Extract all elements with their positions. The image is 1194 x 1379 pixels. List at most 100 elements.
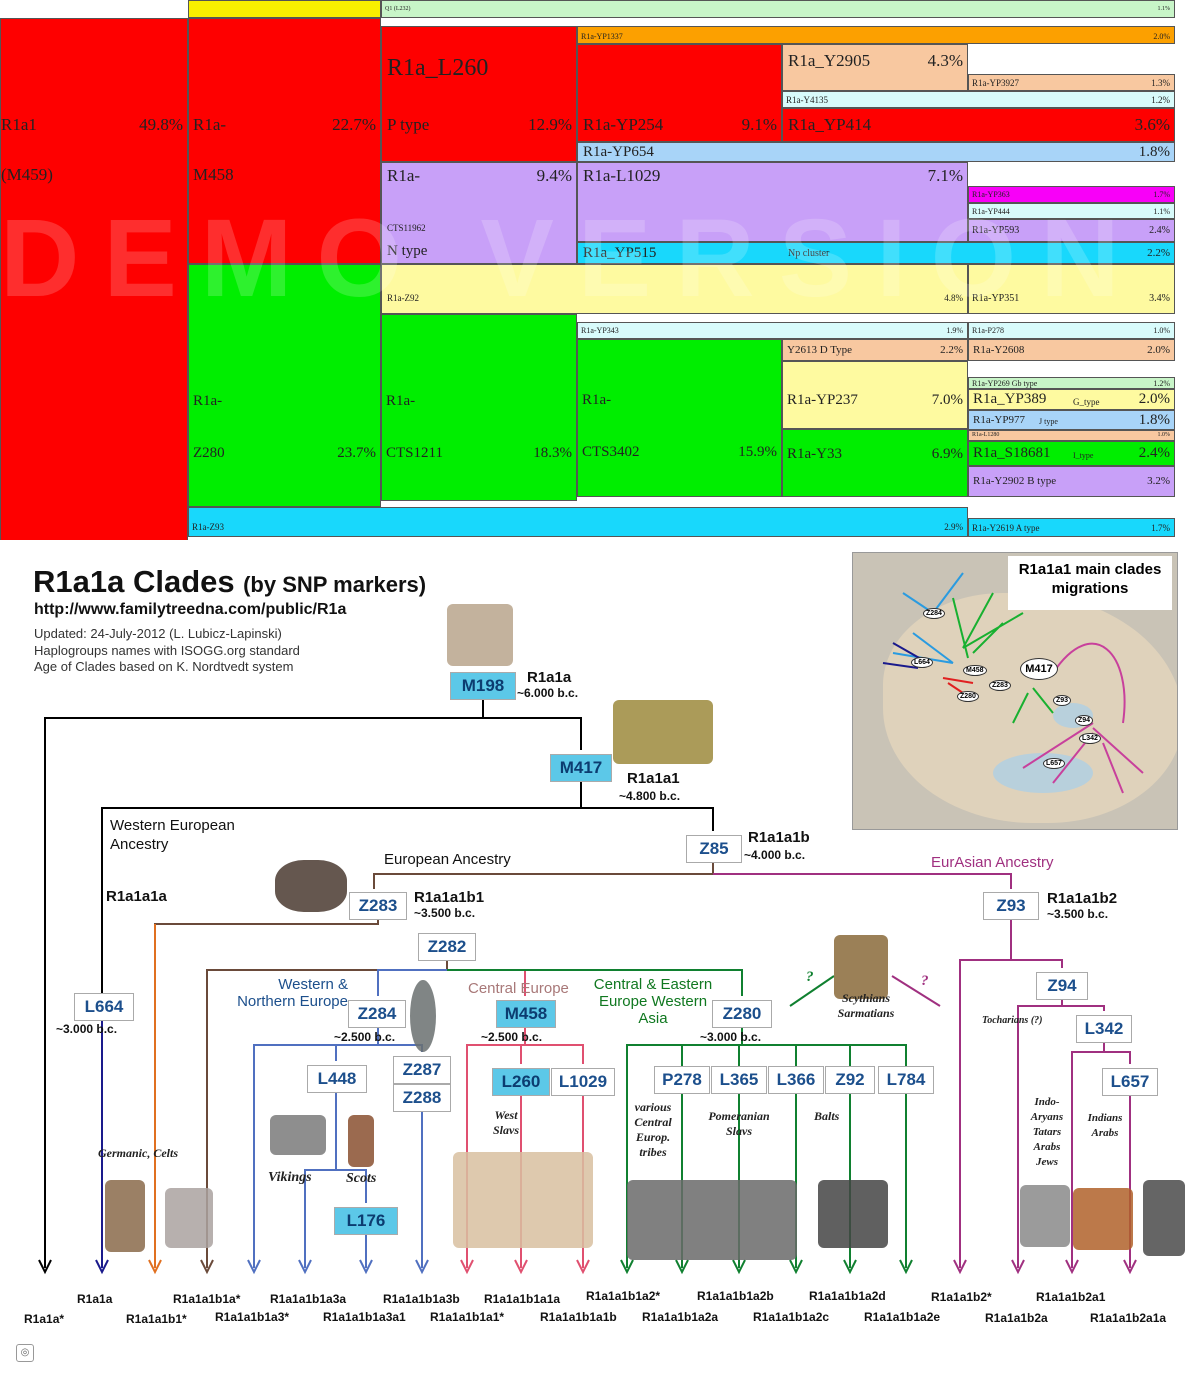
treemap-cell-yp515: R1a_YP515 Np cluster 2.2% — [577, 242, 1175, 264]
illustration-indo-aryans — [1020, 1185, 1070, 1247]
illustration-pottery — [275, 860, 347, 912]
treemap-cell-z92: R1a-Z92 4.8% — [381, 264, 968, 314]
node-l342[interactable]: L342 — [1076, 1015, 1132, 1043]
cell-label: R1a-YP269 Gb type — [972, 379, 1038, 388]
cell-pct: 2.9% — [944, 522, 963, 532]
cell-pct: 1.1% — [1157, 6, 1171, 12]
node-z282[interactable]: Z282 — [418, 933, 476, 961]
node-l448[interactable]: L448 — [307, 1065, 367, 1093]
cell-label: R1a-YP1337 — [581, 32, 623, 41]
node-m417[interactable]: M417 — [550, 754, 612, 782]
node-l1029[interactable]: L1029 — [551, 1068, 615, 1096]
connector-line — [377, 969, 447, 996]
map-tag-m458: M458 — [963, 665, 987, 676]
cell-label: R1a-YP351 — [972, 293, 1020, 304]
footer-badge-icon: ◎ — [16, 1344, 34, 1362]
node-z284[interactable]: Z284 — [348, 1000, 406, 1028]
node-z287[interactable]: Z287 — [393, 1056, 451, 1084]
label-r1a1a1: R1a1a1 — [627, 770, 680, 787]
connector-line — [1017, 1000, 1063, 1268]
cell-type: J type — [1039, 417, 1058, 426]
label-r1a1a1b: R1a1a1b — [748, 829, 810, 846]
cell-label: R1a-YP977 — [973, 414, 1025, 426]
treemap-cell-yp343: R1a-YP343 1.9% — [577, 322, 968, 339]
treemap-cell-q1: Q1 (L232) 1.1% — [381, 0, 1175, 18]
map-tag-m417: M417 — [1020, 658, 1058, 680]
ancestry-eurasian: EurAsian Ancestry — [931, 854, 1054, 871]
node-m198[interactable]: M198 — [450, 672, 516, 700]
cell-pct: 2.0% — [1147, 344, 1170, 356]
leaf-label: R1a1a1b1* — [126, 1312, 187, 1326]
cell-type: I_type — [1073, 451, 1094, 460]
node-z94[interactable]: Z94 — [1036, 972, 1088, 1000]
node-l664[interactable]: L664 — [74, 993, 134, 1021]
treemap-cell-l1029: R1a-L1029 7.1% — [577, 162, 968, 242]
treemap-cell-yp363: R1a-YP363 1.7% — [968, 186, 1175, 203]
cell-pct: 23.7% — [337, 445, 376, 461]
treemap-cell-yp593: R1a-YP593 2.4% — [968, 219, 1175, 242]
node-z93[interactable]: Z93 — [983, 892, 1039, 920]
node-z92[interactable]: Z92 — [825, 1066, 875, 1094]
cell-sublabel: CTS11962 — [387, 223, 426, 233]
node-l784[interactable]: L784 — [878, 1066, 934, 1094]
leaf-label: R1a1a1b1a3* — [215, 1310, 290, 1324]
cell-pct: 1.2% — [1153, 379, 1170, 388]
illustration-axe — [410, 980, 436, 1052]
cell-label: R1a-P278 — [972, 326, 1004, 335]
cell-pct: 2.4% — [1138, 445, 1170, 461]
illustration-village — [613, 700, 713, 764]
haplogroup-treemap: Q1 (L232) 1.1% R1a1 49.8% (M459) R1a- 22… — [0, 0, 1194, 540]
leaf-label: R1a1a1b1a1a — [484, 1292, 561, 1306]
cell-pct: 18.3% — [533, 445, 572, 461]
leaf-arrowhead — [789, 1259, 803, 1275]
node-l365[interactable]: L365 — [711, 1066, 767, 1094]
leaf-label: R1a1a1b2a — [985, 1311, 1048, 1325]
leaf-arrowhead — [732, 1259, 746, 1275]
node-l366[interactable]: L366 — [768, 1066, 824, 1094]
treemap-cell-yp977: R1a-YP977 J type 1.8% — [968, 410, 1175, 430]
cell-pct: 1.7% — [1151, 523, 1170, 533]
cell-label: R1a-YP237 — [787, 392, 858, 408]
cell-pct: 3.2% — [1147, 475, 1170, 487]
info-line-1: Updated: 24-July-2012 (L. Lubicz-Lapinsk… — [34, 626, 282, 641]
treemap-cell-yp254: R1a-YP254 9.1% — [577, 44, 782, 142]
cell-label: R1a- — [386, 393, 416, 409]
leaf-label: R1a1a1b1a1* — [430, 1310, 505, 1324]
leaf-label: R1a1a1b1a2e — [864, 1310, 941, 1324]
treemap-cell-z93: R1a-Z93 2.9% — [188, 507, 968, 537]
map-sea — [993, 753, 1093, 793]
node-z280[interactable]: Z280 — [712, 1000, 772, 1028]
node-m458[interactable]: M458 — [496, 1000, 556, 1028]
node-l657[interactable]: L657 — [1102, 1068, 1158, 1096]
cell-pct: 9.1% — [741, 115, 777, 134]
age-l664: ~3.000 b.c. — [56, 1022, 118, 1036]
connector-line — [959, 920, 1012, 1268]
map-title: R1a1a1 main clades migrations — [1008, 556, 1172, 610]
label-r1a1a1b2: R1a1a1b2 — [1047, 890, 1118, 907]
cell-label: Q1 (L232) — [385, 6, 411, 12]
cell-type: G_type — [1073, 397, 1100, 407]
illustration-slavs — [453, 1152, 593, 1248]
leaf-label: R1a1a1b1a2d — [809, 1289, 886, 1303]
treemap-cell-l260: R1a_L260 P type 12.9% — [381, 26, 577, 162]
cell-label: R1a_YP389 — [973, 391, 1047, 407]
cell-label: R1a_L260 — [387, 55, 489, 81]
node-z85[interactable]: Z85 — [686, 835, 742, 863]
cell-label: R1a-Y4135 — [786, 95, 828, 105]
treemap-cell-m458: R1a- 22.7% M458 — [188, 18, 381, 264]
node-z288[interactable]: Z288 — [393, 1084, 451, 1112]
cell-sublabel: CTS1211 — [386, 445, 443, 461]
cell-sublabel: CTS3402 — [582, 444, 640, 460]
cell-pct: 6.9% — [931, 446, 963, 462]
node-p278[interactable]: P278 — [654, 1066, 710, 1094]
illustration-scot — [348, 1115, 374, 1167]
node-l176[interactable]: L176 — [334, 1207, 398, 1235]
leaf-arrowhead — [148, 1259, 162, 1275]
leaf-arrowhead — [460, 1259, 474, 1275]
node-l260[interactable]: L260 — [492, 1068, 550, 1096]
people-indo-aryans: Indo- Aryans Tatars Arabs Jews — [1030, 1096, 1064, 1168]
node-z283[interactable]: Z283 — [349, 892, 407, 920]
title-suffix: (by SNP markers) — [243, 572, 427, 597]
leaf-label: R1a1a1b2a1a — [1090, 1311, 1167, 1325]
map-tag-z280: Z280 — [957, 691, 979, 702]
